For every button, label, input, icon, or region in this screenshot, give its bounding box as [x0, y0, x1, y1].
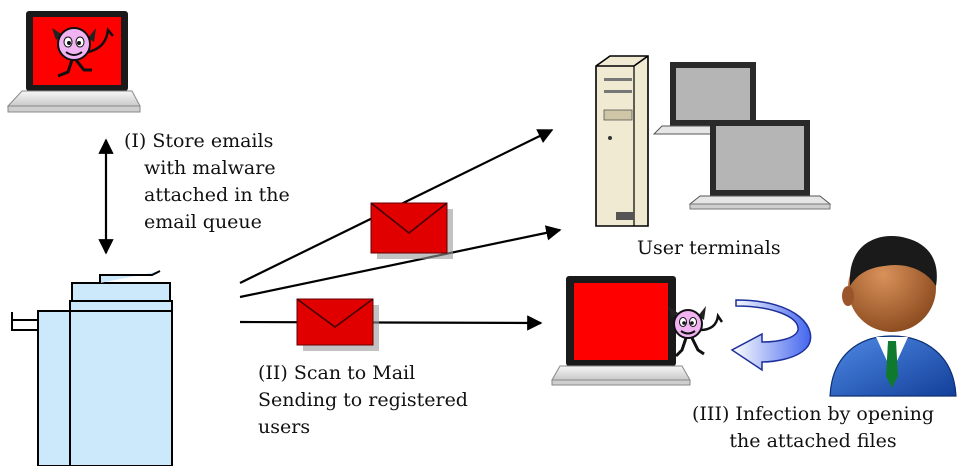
- infected-laptop-icon: [6, 11, 141, 113]
- send-arrow-3: [239, 315, 543, 331]
- send-arrow-2: [239, 225, 562, 299]
- devil-icon: [668, 306, 724, 358]
- step3-line-1: (III) Infection by opening: [692, 403, 934, 425]
- envelope-icon: [370, 202, 453, 259]
- multifunction-printer-icon: [11, 270, 173, 466]
- laptop-with-devil-icon: [551, 276, 724, 386]
- step1-label: (I) Store emails with malware attached i…: [124, 128, 290, 236]
- step1-line-1: (I) Store emails: [124, 130, 274, 152]
- step3-line-2: the attached files: [729, 430, 897, 452]
- step2-line-3: users: [258, 416, 311, 438]
- step1-line-3: attached in the: [144, 184, 290, 206]
- step3-label: (III) Infection by opening the attached …: [668, 401, 958, 455]
- businessman-icon: [829, 235, 957, 397]
- user-terminals-label: User terminals: [637, 237, 781, 259]
- step2-label: (II) Scan to Mail Sending to registered …: [258, 360, 468, 441]
- step1-line-4: email queue: [144, 211, 262, 233]
- step1-line-2: with malware: [144, 157, 276, 179]
- envelope-icon: [296, 298, 379, 351]
- step2-line-1: (II) Scan to Mail: [258, 362, 416, 384]
- step2-line-2: Sending to registered: [258, 389, 468, 411]
- devil-icon: [52, 26, 114, 78]
- server-and-pcs-icon: [595, 55, 832, 227]
- curved-arrow-icon: [730, 299, 812, 372]
